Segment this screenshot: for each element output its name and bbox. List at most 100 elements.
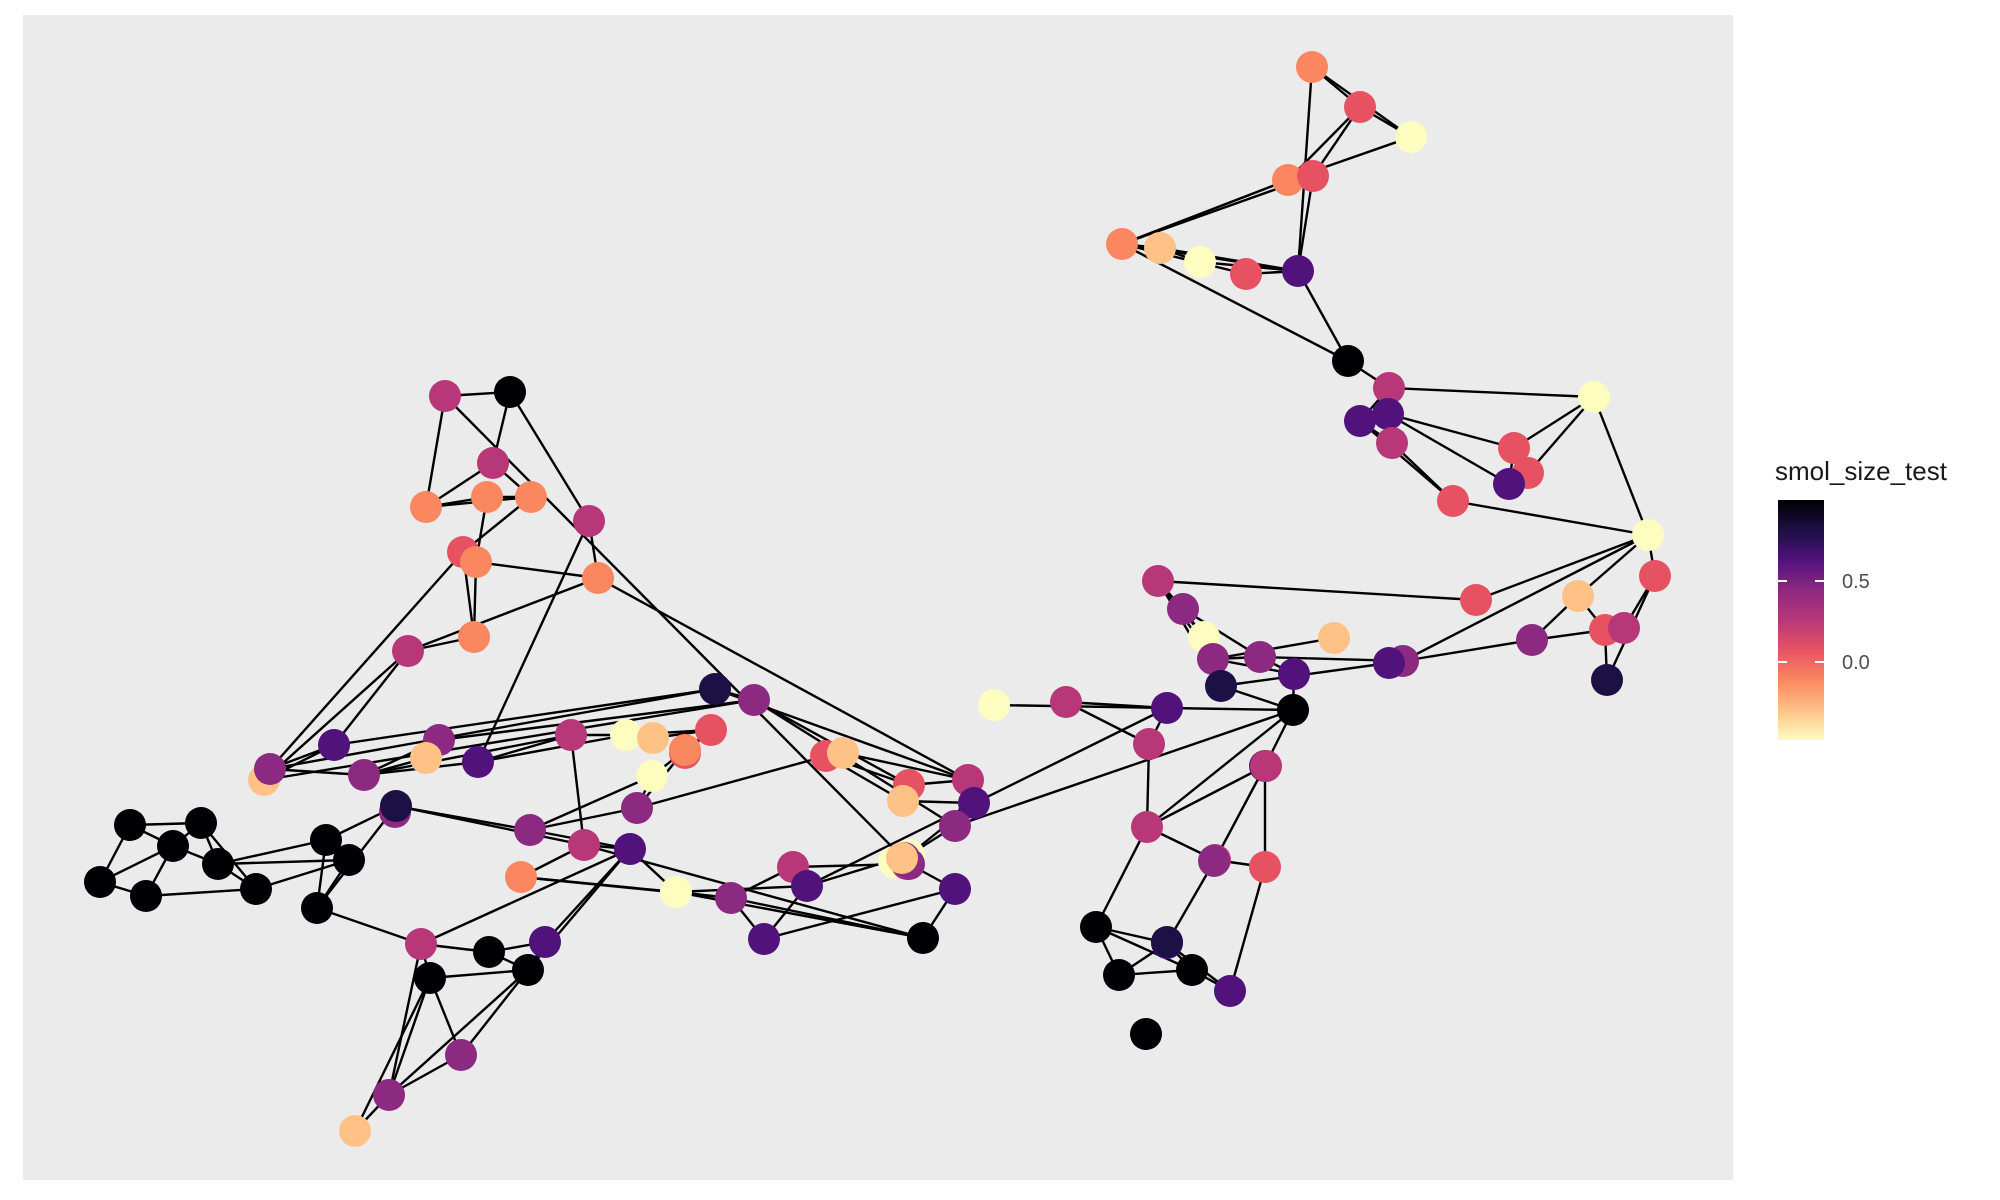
graph-node	[939, 810, 971, 842]
graph-edge	[444, 395, 910, 865]
graph-node	[1376, 427, 1408, 459]
graph-node	[202, 848, 234, 880]
graph-node	[1151, 926, 1183, 958]
graph-node	[614, 833, 646, 865]
graph-node	[1373, 372, 1405, 404]
graph-node	[637, 722, 669, 754]
graph-node	[1395, 121, 1427, 153]
graph-node	[636, 760, 668, 792]
graph-node	[1133, 728, 1165, 760]
graph-node	[660, 876, 692, 908]
graph-node	[1244, 641, 1276, 673]
graph-node	[1272, 164, 1304, 196]
graph-node	[458, 621, 490, 653]
graph-node	[1249, 851, 1281, 883]
graph-node	[582, 562, 614, 594]
graph-edge	[1121, 242, 1247, 276]
graph-node	[462, 746, 494, 778]
graph-node	[348, 759, 380, 791]
graph-edge	[1095, 925, 1193, 972]
graph-edge	[1296, 175, 1315, 272]
graph-node	[958, 787, 990, 819]
graph-node	[1578, 381, 1610, 413]
graph-node	[114, 809, 146, 841]
graph-node	[254, 753, 286, 785]
graph-edge	[597, 576, 969, 782]
graph-node	[445, 1039, 477, 1071]
graph-node	[695, 714, 727, 746]
graph-edge	[353, 977, 432, 1132]
graph-node	[471, 481, 503, 513]
graph-node	[573, 505, 605, 537]
graph-node	[1318, 622, 1350, 654]
graph-node	[610, 719, 642, 751]
graph-node	[185, 807, 217, 839]
graph-node	[429, 380, 461, 412]
graph-node	[621, 792, 653, 824]
graph-node	[1460, 584, 1492, 616]
graph-node	[84, 866, 116, 898]
graph-node	[505, 861, 537, 893]
graph-node	[1167, 593, 1199, 625]
graph-node	[1214, 975, 1246, 1007]
graph-edge	[460, 969, 529, 1056]
graph-node	[1282, 255, 1314, 287]
graph-node	[477, 447, 509, 479]
graph-node	[473, 936, 505, 968]
graph-edge	[529, 774, 653, 832]
graph-node	[380, 790, 412, 822]
graph-node	[392, 635, 424, 667]
graph-node	[410, 491, 442, 523]
graph-edge	[1527, 396, 1595, 474]
graph-node	[414, 962, 446, 994]
graph-node	[1632, 519, 1664, 551]
graph-edge	[407, 576, 599, 653]
graph-node	[1373, 647, 1405, 679]
graph-edge	[508, 391, 591, 522]
graph-node	[1250, 750, 1282, 782]
graph-edge	[1146, 709, 1294, 828]
graph-edge	[1213, 765, 1267, 861]
graph-node	[978, 689, 1010, 721]
graph-node	[568, 829, 600, 861]
graph-edge	[529, 806, 638, 832]
graph-node	[333, 844, 365, 876]
graph-edge	[1452, 499, 1649, 537]
graph-node	[738, 684, 770, 716]
graph-node	[460, 546, 492, 578]
graph-node	[1106, 228, 1138, 260]
graph-node	[1608, 612, 1640, 644]
legend-colorbar	[1778, 500, 1824, 740]
graph-edge	[1159, 246, 1299, 273]
graph-node	[1144, 232, 1176, 264]
graph-node	[939, 873, 971, 905]
graph-edge	[1166, 706, 1294, 712]
graph-edge	[1388, 386, 1595, 399]
graph-edge	[316, 906, 422, 946]
graph-node	[1277, 694, 1309, 726]
graph-edge	[1387, 412, 1515, 450]
graph-node	[240, 873, 272, 905]
graph-edge	[429, 968, 529, 980]
graph-edge	[145, 887, 257, 898]
legend-tick-label: 0.0	[1842, 652, 1870, 674]
graph-node	[699, 673, 731, 705]
graph-node	[1332, 345, 1364, 377]
graph-edge	[420, 847, 631, 946]
graph-edge	[333, 687, 716, 747]
legend: smol_size_test 0.5 0.0	[1775, 456, 1948, 740]
graph-node	[515, 481, 547, 513]
graph-node	[157, 830, 189, 862]
graph-node	[1344, 405, 1376, 437]
graph-node	[1176, 954, 1208, 986]
graph-node	[1197, 643, 1229, 675]
graph-node	[748, 923, 780, 955]
graph-edge	[477, 733, 627, 764]
graph-node	[827, 737, 859, 769]
graph-node	[791, 870, 823, 902]
graph-edge	[387, 977, 432, 1096]
graph-node	[301, 892, 333, 924]
graph-node	[373, 1079, 405, 1111]
graph-node	[1562, 580, 1594, 612]
